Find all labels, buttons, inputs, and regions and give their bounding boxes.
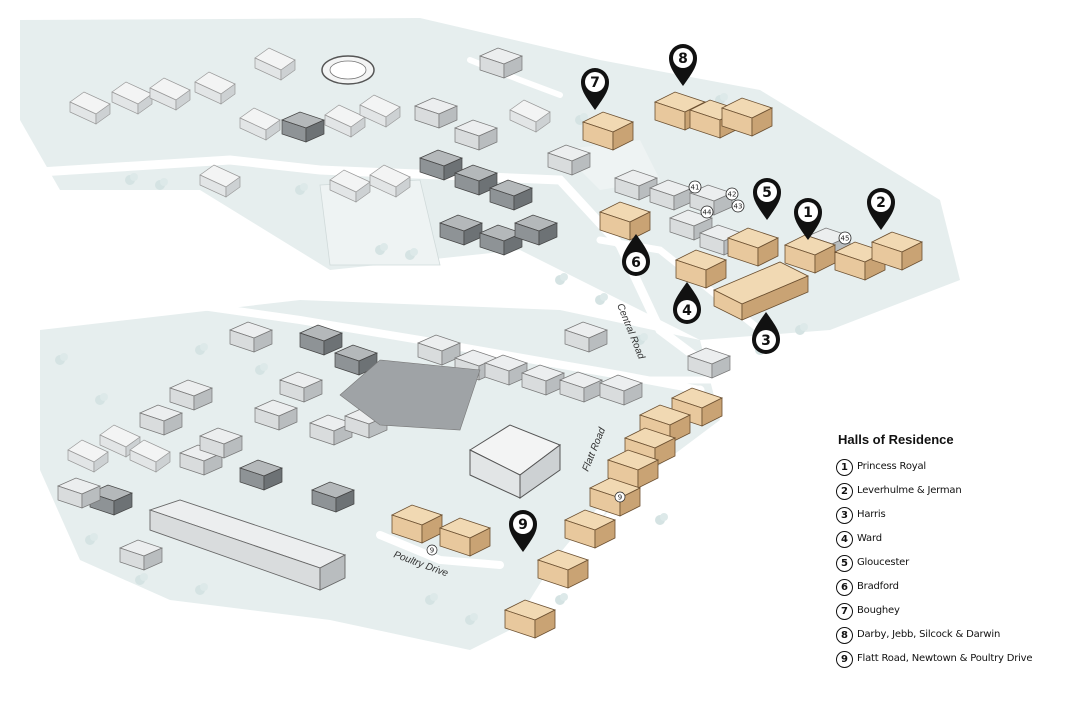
legend-badge: 5 — [836, 555, 853, 572]
legend-label: Harris — [857, 509, 886, 520]
legend-badge: 1 — [836, 459, 853, 476]
pin-7[interactable]: 7 — [581, 68, 609, 110]
legend-title: Halls of Residence — [838, 432, 954, 447]
svg-text:4: 4 — [682, 303, 692, 319]
flatt-road-marker: 9 — [618, 494, 622, 502]
pin-6[interactable]: 6 — [622, 234, 650, 276]
pin-5[interactable]: 5 — [753, 178, 781, 220]
svg-text:6: 6 — [631, 255, 641, 271]
legend-badge: 4 — [836, 531, 853, 548]
legend-item-8[interactable]: 8 Darby, Jebb, Silcock & Darwin — [836, 627, 1036, 644]
svg-text:2: 2 — [876, 195, 886, 211]
building-41: 41 — [691, 184, 700, 192]
building-42: 42 — [728, 191, 737, 199]
legend-badge: 7 — [836, 603, 853, 620]
legend-item-1[interactable]: 1 Princess Royal — [836, 459, 1036, 476]
svg-text:8: 8 — [678, 51, 688, 67]
svg-text:1: 1 — [803, 205, 813, 221]
pin-4[interactable]: 4 — [673, 282, 701, 324]
legend-item-2[interactable]: 2 Leverhulme & Jerman — [836, 483, 1036, 500]
svg-text:9: 9 — [518, 517, 528, 533]
campus-buildings — [57, 47, 851, 591]
legend-item-5[interactable]: 5 Gloucester — [836, 555, 1036, 572]
pin-3[interactable]: 3 — [752, 312, 780, 354]
legend-label: Flatt Road, Newtown & Poultry Drive — [857, 653, 1033, 664]
legend-item-9[interactable]: 9 Flatt Road, Newtown & Poultry Drive — [836, 651, 1036, 668]
building-44: 44 — [703, 209, 712, 217]
pin-9[interactable]: 9 — [509, 510, 537, 552]
legend-badge: 6 — [836, 579, 853, 596]
legend-label: Ward — [857, 533, 882, 544]
svg-text:5: 5 — [762, 185, 772, 201]
legend-item-3[interactable]: 3 Harris — [836, 507, 1036, 524]
poultry-drive-marker: 9 — [430, 547, 434, 555]
legend-badge: 3 — [836, 507, 853, 524]
legend-item-4[interactable]: 4 Ward — [836, 531, 1036, 548]
building-45: 45 — [841, 235, 850, 243]
legend-badge: 2 — [836, 483, 853, 500]
legend-badge: 8 — [836, 627, 853, 644]
pin-2[interactable]: 2 — [867, 188, 895, 230]
legend-label: Gloucester — [857, 557, 910, 568]
legend-item-7[interactable]: 7 Boughey — [836, 603, 1036, 620]
pin-1[interactable]: 1 — [794, 198, 822, 240]
building-43: 43 — [734, 203, 743, 211]
building-number-markers: 41 42 43 44 45 9 9 — [426, 180, 852, 556]
legend-items: 1 Princess Royal 2 Leverhulme & Jerman 3… — [836, 459, 1036, 668]
halls — [391, 91, 923, 639]
svg-text:7: 7 — [590, 75, 600, 91]
legend-label: Darby, Jebb, Silcock & Darwin — [857, 629, 1001, 640]
pin-8[interactable]: 8 — [669, 44, 697, 86]
legend-item-6[interactable]: 6 Bradford — [836, 579, 1036, 596]
svg-text:3: 3 — [761, 333, 771, 349]
legend: Halls of Residence 1 Princess Royal 2 Le… — [836, 432, 1036, 675]
legend-badge: 9 — [836, 651, 853, 668]
legend-label: Leverhulme & Jerman — [857, 485, 962, 496]
legend-label: Boughey — [857, 605, 900, 616]
legend-label: Bradford — [857, 581, 899, 592]
legend-label: Princess Royal — [857, 461, 926, 472]
